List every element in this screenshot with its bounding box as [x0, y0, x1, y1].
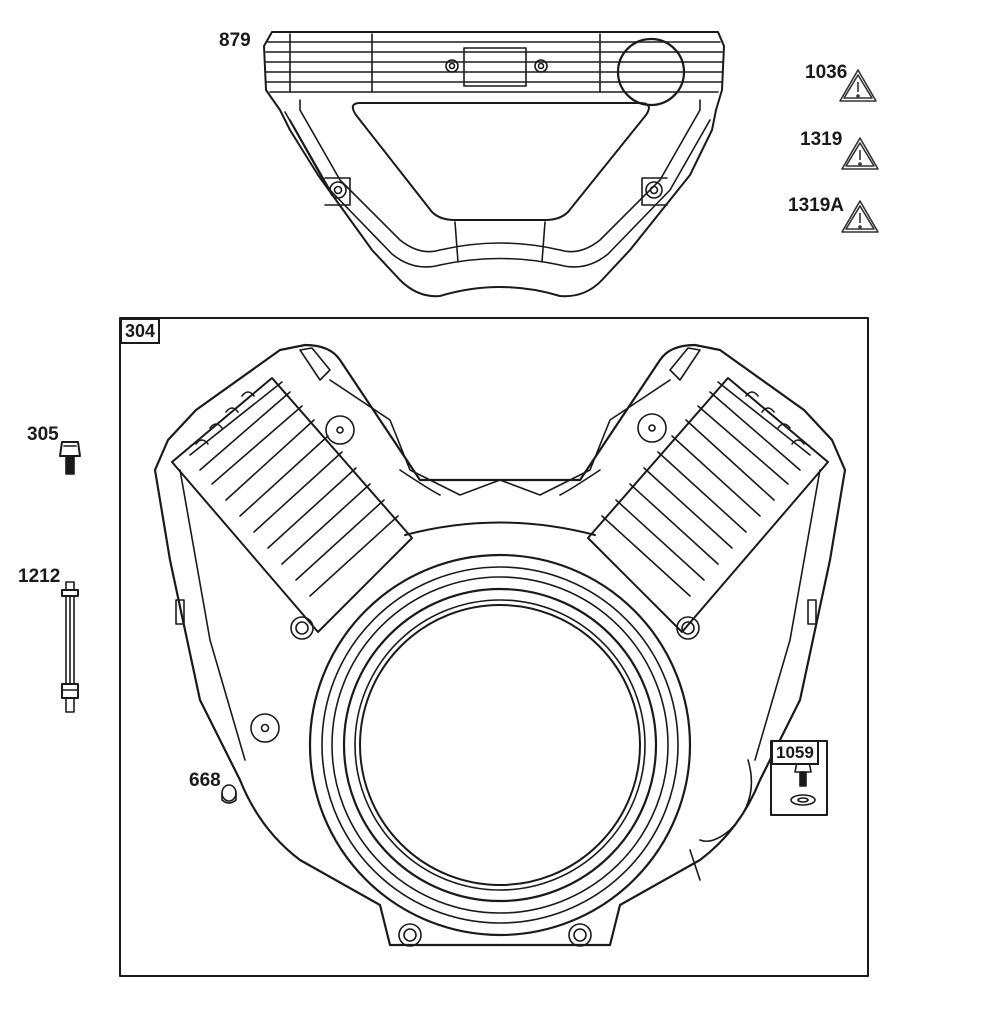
callout-1059: 1059 [771, 740, 819, 765]
blower-housing [155, 345, 845, 946]
callout-1036: 1036 [805, 62, 848, 83]
callout-1212: 1212 [18, 566, 61, 587]
plug-668 [222, 785, 236, 803]
top-shroud-cover [264, 32, 724, 296]
assembly-frame-304 [120, 318, 868, 976]
callout-879: 879 [219, 30, 251, 51]
callout-304: 304 [120, 318, 161, 344]
callout-1319: 1319 [800, 129, 843, 150]
warning-triangle-icon [842, 138, 878, 169]
stud-1212 [62, 582, 78, 712]
warning-triangle-icon [840, 70, 876, 101]
warning-triangle-icon [842, 201, 878, 232]
bolt-305 [60, 442, 80, 474]
callout-668: 668 [189, 770, 221, 791]
callout-305: 305 [27, 424, 59, 445]
callout-1319a: 1319A [788, 195, 844, 216]
